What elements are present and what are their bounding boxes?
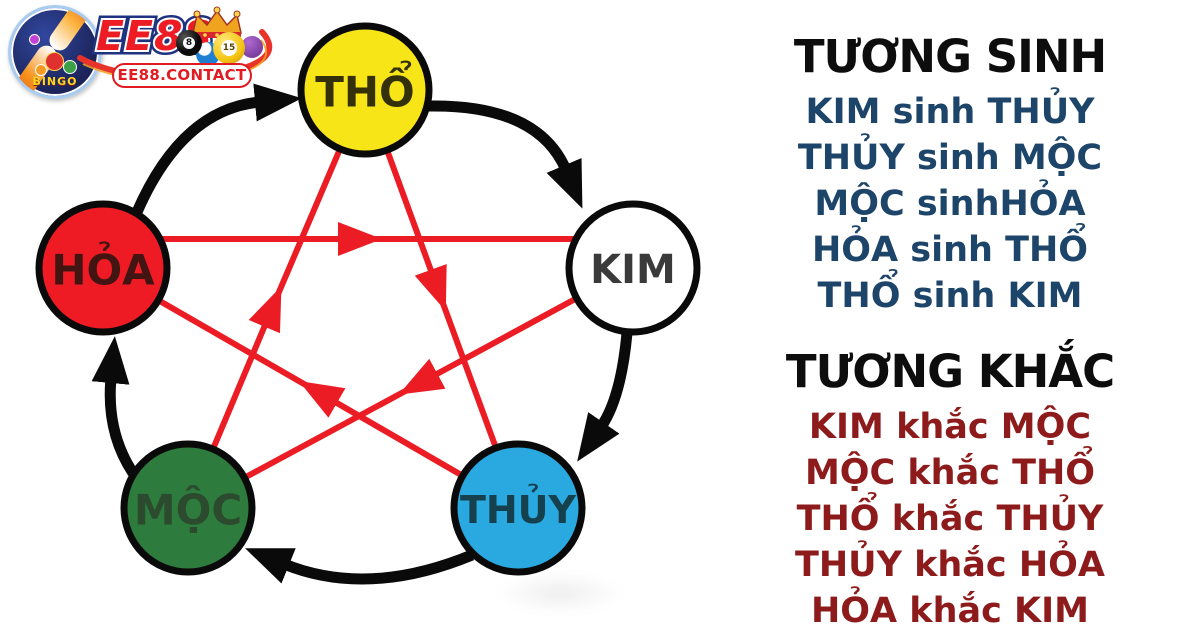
node-thuy-label: THỦY [460, 484, 577, 532]
watermark-smudge [495, 572, 625, 614]
sinh-rule: KIM sinh THỦY [805, 92, 1095, 132]
ball-number: 8 [183, 37, 195, 49]
bingo-ball-icon [29, 34, 40, 45]
bingo-ball-icon [45, 52, 64, 71]
arrow-tho-to-kim [427, 100, 583, 209]
bingo-ball-icon [35, 64, 47, 76]
khac-rule: THỦY khắc HỎA [795, 545, 1105, 585]
node-hoa-label: HỎA [51, 241, 155, 295]
khac-rule: HỎA khắc KIM [810, 591, 1090, 630]
node-hoa-circle [35, 200, 171, 336]
billiard-ball-purple-icon [241, 36, 263, 58]
ee88-logo: BINGO EE88 EE88 EE88 15 8 EE88.CONTACT [0, 0, 280, 105]
khac-cycle-arrows [156, 147, 579, 481]
billiard-ball-15-icon: 15 [213, 32, 245, 64]
sinh-rule: MỘC sinhHỎA [814, 184, 1086, 224]
ball-number: 15 [221, 40, 237, 56]
five-elements-diagram: THỔ KIM THỦY MỘC HỎA [35, 22, 701, 585]
element-nodes [35, 22, 701, 576]
node-moc-circle [120, 440, 256, 576]
tuong-khac-title: TƯƠNG KHẮC [785, 345, 1115, 398]
khac-rule: MỘC khắc THỔ [804, 453, 1096, 493]
node-tho-circle [297, 22, 433, 158]
element-labels: THỔ KIM THỦY MỘC HỎA [51, 60, 676, 535]
bingo-ball-icon [63, 60, 77, 74]
sinh-cycle-arrows [91, 83, 633, 585]
billiard-ball-8-icon: 8 [176, 30, 202, 56]
node-thuy-circle [450, 440, 586, 576]
arrow-kim-to-thuy [577, 332, 633, 462]
bingo-badge-icon: BINGO [8, 5, 102, 99]
domain-pill: EE88.CONTACT [112, 63, 252, 88]
node-tho-label: THỔ [315, 60, 415, 117]
badge-bingo-label: BINGO [32, 75, 78, 88]
sinh-rule: THỔ sinh KIM [817, 276, 1083, 316]
cycles-text-panel: TƯƠNG SINH KIM sinh THỦY THỦY sinh MỘC M… [770, 30, 1130, 630]
node-moc-label: MỘC [134, 485, 242, 535]
arrow-thuy-to-hoa [156, 297, 465, 479]
khac-rule: THỔ khắc THỦY [796, 499, 1104, 539]
node-kim-label: KIM [590, 247, 676, 293]
arrow-moc-to-tho [210, 147, 343, 451]
node-kim-circle [565, 200, 701, 336]
arrow-thuy-to-moc [245, 548, 475, 585]
khac-rule: KIM khắc MỘC [808, 407, 1092, 447]
arrow-hoa-to-tho [131, 83, 302, 215]
arrow-kim-to-moc [242, 295, 579, 481]
arrow-tho-to-thuy [384, 148, 499, 450]
sinh-rule: THỦY sinh MỘC [797, 138, 1103, 178]
arrow-moc-to-hoa [91, 336, 138, 477]
tuong-sinh-title: TƯƠNG SINH [793, 30, 1107, 83]
sinh-rule: HỎA sinh THỔ [811, 230, 1089, 270]
